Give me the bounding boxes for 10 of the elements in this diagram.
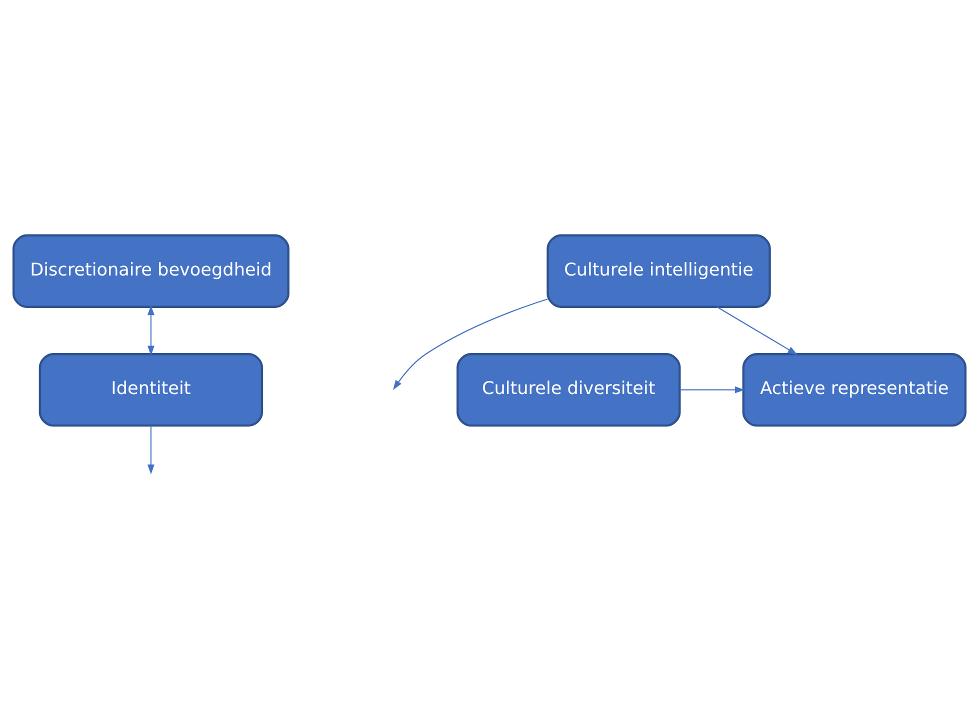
node-box: Identiteit [38, 353, 264, 427]
arrow [716, 306, 798, 355]
node-box: Actieve representatie [742, 353, 967, 427]
arrow [680, 386, 745, 394]
node-box: Discretionaire bevoegdheid [12, 234, 290, 308]
arrow [148, 426, 154, 474]
node-box: Culturele intelligentie [546, 234, 771, 308]
node-box: Culturele diversiteit [456, 353, 681, 427]
arrow [392, 298, 548, 390]
arrow [148, 305, 154, 356]
